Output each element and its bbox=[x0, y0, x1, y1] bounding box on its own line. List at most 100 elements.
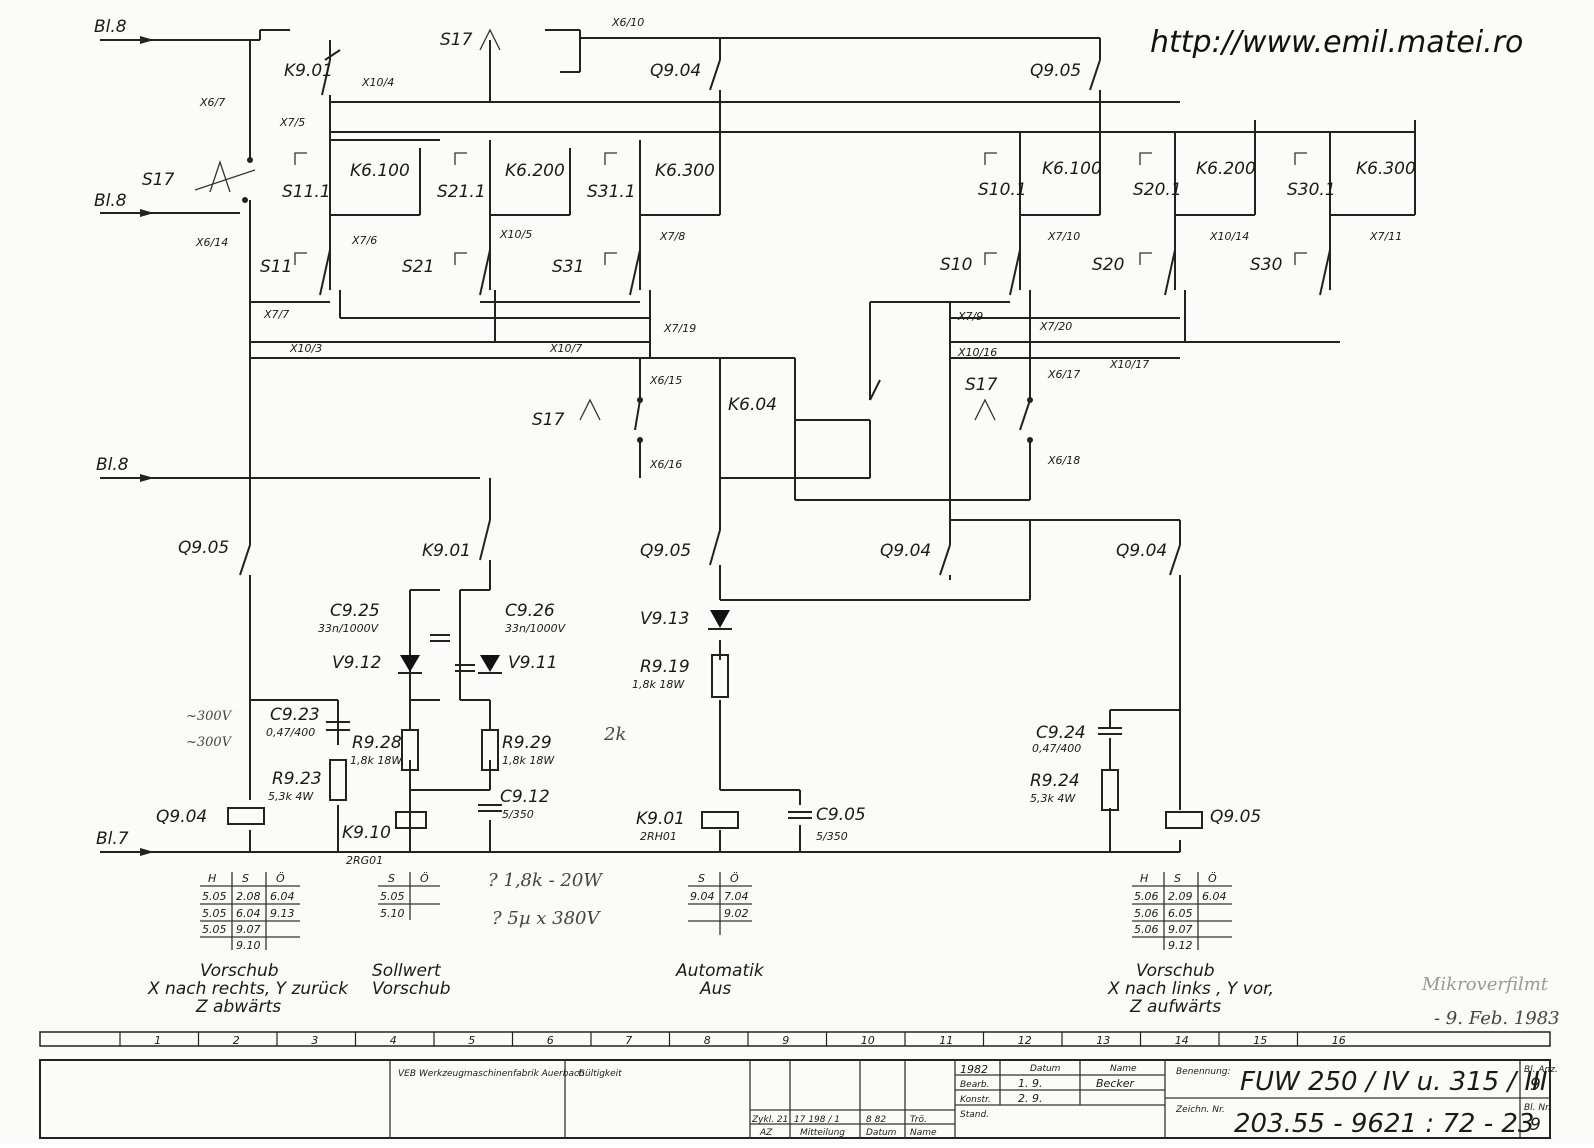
tl-r1c0: 5.05 bbox=[202, 907, 227, 920]
tb-zykl: Zykl. 21 bbox=[751, 1115, 788, 1125]
tb-nm3: Trö. bbox=[910, 1115, 927, 1125]
r924-value: 5,3k 4W bbox=[1030, 792, 1076, 805]
tl-r3c1: 9.10 bbox=[236, 939, 261, 952]
tb-d3: 8 82 bbox=[866, 1115, 886, 1125]
tb-datum2: Datum bbox=[866, 1128, 897, 1138]
q904-mid-label: Q9.04 bbox=[880, 541, 931, 561]
q904-coil-label: Q9.04 bbox=[156, 807, 207, 827]
tb-az: AZ bbox=[759, 1128, 773, 1138]
x7-11-label: X7/11 bbox=[1369, 230, 1402, 243]
x6-18-label: X6/18 bbox=[1047, 454, 1080, 467]
caption1-line3: Z abwärts bbox=[195, 997, 281, 1017]
tb-benennung: FUW 250 / IV u. 315 / III bbox=[1240, 1067, 1548, 1097]
x7-6-label: X7/6 bbox=[351, 234, 377, 247]
gueltigkeit-label: Gültigkeit bbox=[578, 1069, 622, 1079]
q905-mid-label: Q9.05 bbox=[178, 538, 229, 558]
x6-15-label: X6/15 bbox=[649, 374, 682, 387]
caption3-line1: Automatik bbox=[675, 961, 765, 981]
bus-bl8-mid: Bl.8 bbox=[94, 191, 240, 217]
r919-label: R9.19 bbox=[640, 657, 690, 677]
tk1-r0c1: 7.04 bbox=[724, 890, 749, 903]
c905-label: C9.05 bbox=[816, 805, 866, 825]
v913-label: V9.13 bbox=[640, 609, 689, 629]
tb-date2: 2. 9. bbox=[1018, 1092, 1043, 1105]
caption1-line2: X nach rechts, Y zurück bbox=[147, 979, 349, 999]
x7-8-label: X7/8 bbox=[659, 230, 685, 243]
s17-top-label: S17 bbox=[440, 30, 473, 50]
x7-7-label: X7/7 bbox=[263, 308, 289, 321]
s111-label: S11.1 bbox=[282, 182, 331, 202]
x6-17-label: X6/17 bbox=[1047, 368, 1080, 381]
x10-17-label: X10/17 bbox=[1109, 358, 1149, 371]
handwritten-notes: ? 1,8k - 20W ? 5µ x 380V 2k ~300V ~300V … bbox=[186, 709, 1560, 1029]
tr-r2c1: 9.07 bbox=[1168, 923, 1193, 936]
x10-5-label: X10/5 bbox=[499, 228, 532, 241]
tb-mitteilung: Mitteilung bbox=[800, 1128, 845, 1138]
tk1-h0: S bbox=[698, 872, 705, 885]
s30-label: S30 bbox=[1250, 255, 1282, 275]
caption4-line2: X nach links , Y vor, bbox=[1107, 979, 1274, 999]
v911-label: V9.11 bbox=[508, 653, 557, 673]
tb-bl-anz-header: Bl. Anz. bbox=[1524, 1065, 1558, 1075]
company-name: VEB Werkzeugmaschinenfabrik Auerbach bbox=[398, 1069, 585, 1079]
c926-label: C9.26 bbox=[505, 601, 555, 621]
s101-label: S10.1 bbox=[978, 180, 1027, 200]
s311-label: S31.1 bbox=[587, 182, 636, 202]
tr-h0: H bbox=[1140, 872, 1148, 885]
r923-value: 5,3k 4W bbox=[268, 790, 314, 803]
r928-label: R9.28 bbox=[352, 733, 402, 753]
k901-top-label: K9.01 bbox=[284, 61, 333, 81]
bl7-label: Bl.7 bbox=[96, 829, 129, 849]
tb-name1: Becker bbox=[1096, 1077, 1135, 1090]
tb-konstr: Konstr. bbox=[960, 1095, 991, 1105]
tl-r2c0: 5.05 bbox=[202, 923, 227, 936]
bus-bl7: Bl.7 bbox=[96, 829, 1110, 856]
tl-r0c2: 6.04 bbox=[270, 890, 295, 903]
q905-mid2-label: Q9.05 bbox=[640, 541, 691, 561]
r929-label: R9.29 bbox=[502, 733, 552, 753]
tl-h2: Ö bbox=[276, 872, 285, 885]
k6300-left-label: K6.300 bbox=[655, 161, 715, 181]
xref-table-k910: S Ö 5.05 5.10 bbox=[378, 872, 440, 920]
caption4-line3: Z aufwärts bbox=[1129, 997, 1221, 1017]
tr-h2: Ö bbox=[1208, 872, 1217, 885]
tb-bl-nr: 9 bbox=[1530, 1115, 1541, 1135]
tk-r1c0: 5.10 bbox=[380, 907, 405, 920]
switch-actuators bbox=[194, 28, 1307, 421]
k604-label: K6.04 bbox=[728, 395, 777, 415]
q904-right-label: Q9.04 bbox=[1116, 541, 1167, 561]
k901-coil-sub: 2RH01 bbox=[640, 830, 677, 843]
top-wiring bbox=[249, 29, 1416, 530]
ruler-column-label: 9 bbox=[782, 1034, 789, 1047]
s17-left-label: S17 bbox=[142, 170, 175, 190]
tr-r0c0: 5.06 bbox=[1134, 890, 1159, 903]
c912-value: 5/350 bbox=[502, 808, 534, 821]
x10-16-label: X10/16 bbox=[957, 346, 997, 359]
components bbox=[227, 49, 1203, 829]
ruler-column-label: 6 bbox=[547, 1034, 554, 1047]
k6100-right-label: K6.100 bbox=[1042, 159, 1102, 179]
title-block: VEB Werkzeugmaschinenfabrik Auerbach Gül… bbox=[39, 1059, 1558, 1139]
tr-r0c2: 6.04 bbox=[1202, 890, 1227, 903]
connector-labels: X6/10 X10/4 X6/7 X7/5 X6/14 X7/6 X10/5 X… bbox=[195, 16, 1402, 471]
ruler-column-label: 4 bbox=[390, 1034, 397, 1047]
q904-top-label: Q9.04 bbox=[650, 61, 701, 81]
tk1-h1: Ö bbox=[730, 872, 739, 885]
c926-value: 33n/1000V bbox=[505, 622, 567, 635]
caption2-line2: Vorschub bbox=[372, 979, 451, 999]
tb-datum-header: Datum bbox=[1030, 1064, 1061, 1074]
tl-r0c0: 5.05 bbox=[202, 890, 227, 903]
ruler-column-label: 12 bbox=[1018, 1034, 1032, 1047]
caption3-line2: Aus bbox=[699, 979, 731, 999]
k910-sub: 2RG01 bbox=[346, 854, 383, 867]
ruler-column-label: 10 bbox=[861, 1034, 875, 1047]
note-300v-a: ~300V bbox=[186, 709, 233, 724]
tb-stand: Stand. bbox=[960, 1110, 989, 1120]
s21-label: S21 bbox=[402, 257, 434, 277]
tb-benennung-header: Benennung: bbox=[1176, 1067, 1231, 1077]
ruler-column-label: 5 bbox=[468, 1034, 475, 1047]
tl-r1c2: 9.13 bbox=[270, 907, 295, 920]
